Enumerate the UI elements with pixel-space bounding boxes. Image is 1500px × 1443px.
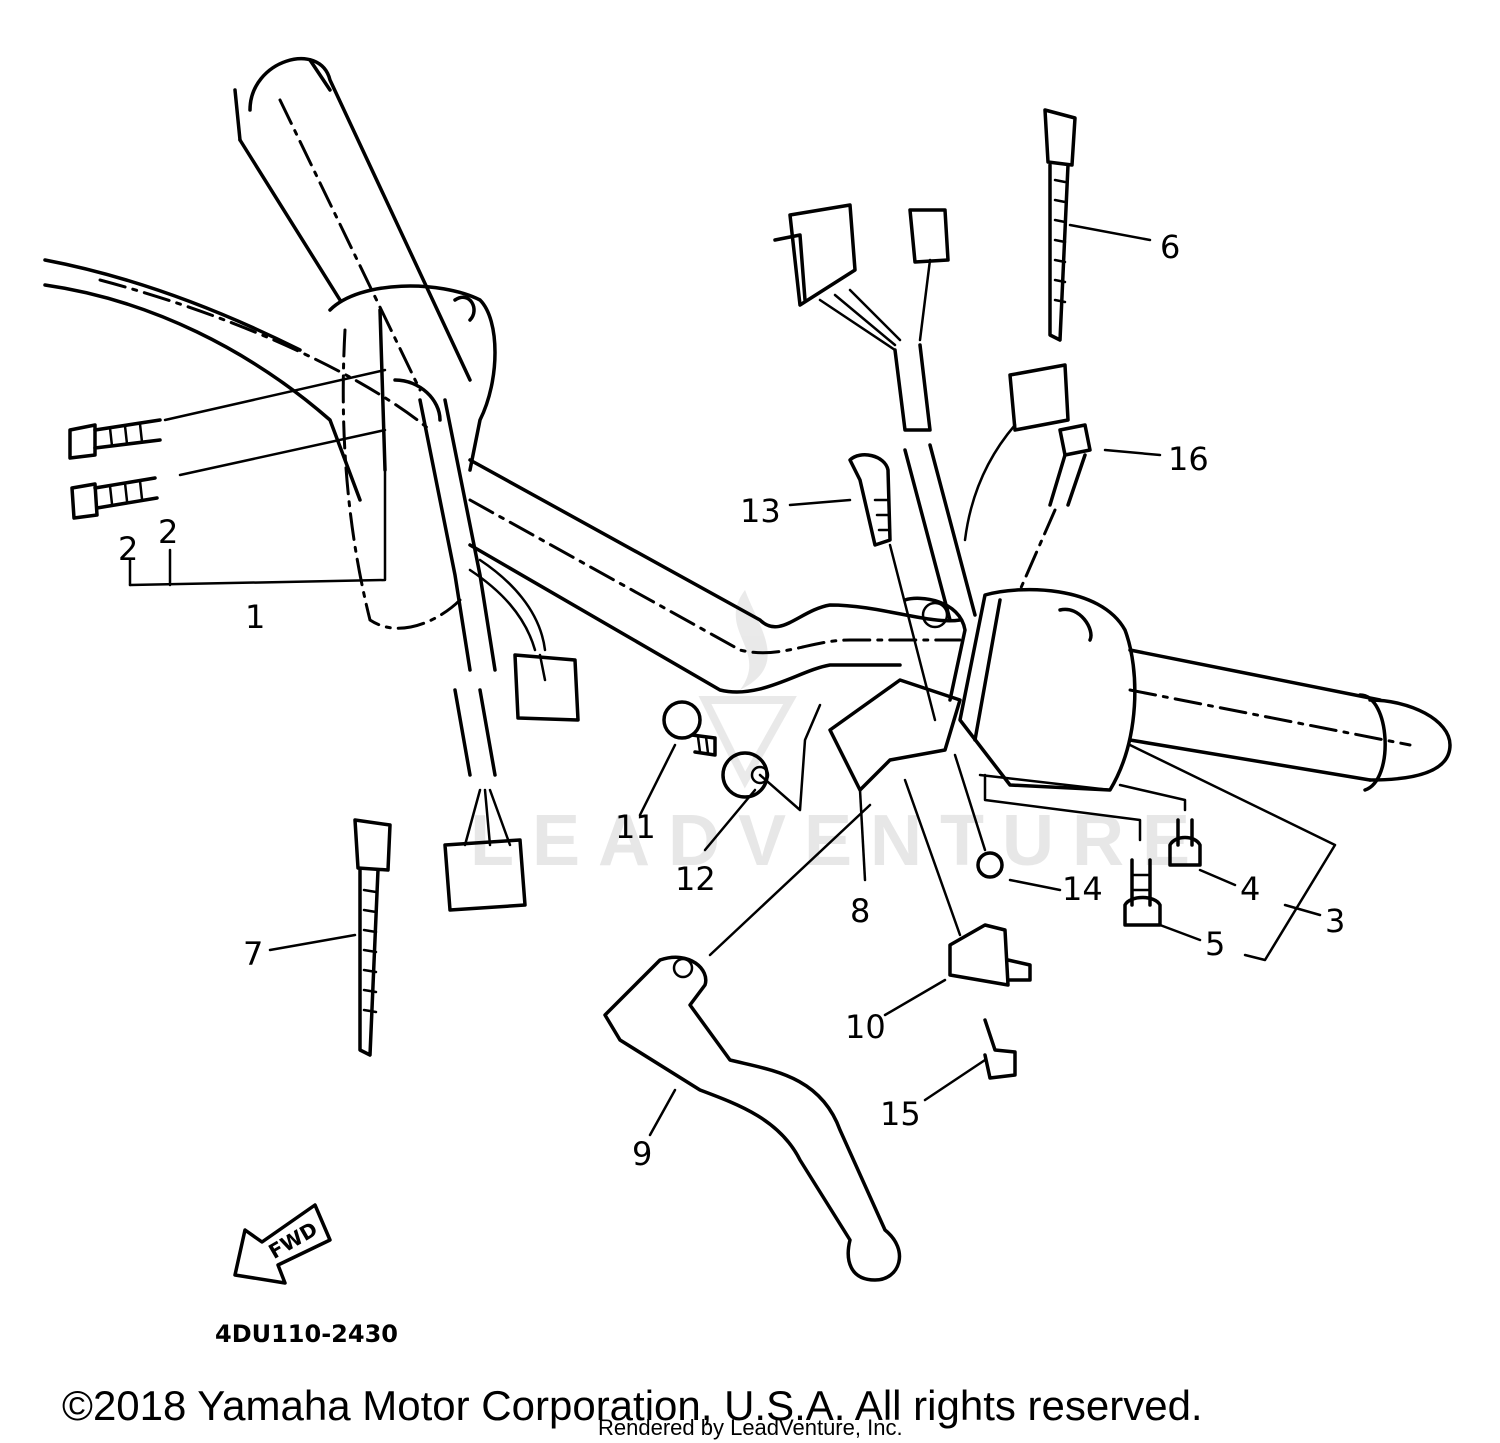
cable-tie-6 (1043, 108, 1077, 342)
cable-tie-7 (353, 818, 392, 1057)
callout-16: 16 (1168, 440, 1209, 478)
nut-14 (953, 753, 1004, 879)
right-switch-housing (958, 587, 1137, 792)
fwd-arrow: FWD (233, 1203, 332, 1285)
screw-16 (1018, 423, 1092, 592)
screw-leaders (128, 368, 387, 587)
callout-2a: 2 (118, 530, 138, 568)
adjuster-11 (662, 700, 717, 757)
left-connector-large (443, 788, 527, 912)
copyright-text: ©2018 Yamaha Motor Corporation, U.S.A. A… (62, 1382, 1203, 1429)
screw-4 (1168, 818, 1202, 867)
watermark-logo (698, 590, 797, 789)
callout-3: 3 (1325, 902, 1345, 940)
leader-lines (268, 223, 1322, 1137)
screw-2-upper (68, 418, 162, 460)
screw-2-lower (70, 476, 159, 520)
part-code: 4DU110-2430 (215, 1320, 398, 1348)
callout-10: 10 (845, 1008, 886, 1046)
handlebar (43, 57, 1452, 792)
callout-12: 12 (675, 860, 716, 898)
right-connector-medium (963, 363, 1070, 542)
callout-1: 1 (245, 598, 265, 636)
clutch-switch-10 (903, 778, 1032, 987)
right-connector-large (773, 203, 902, 352)
screw-15 (983, 1018, 1017, 1080)
screw-5 (1123, 858, 1162, 927)
left-connector-small (513, 653, 580, 722)
callout-15: 15 (880, 1095, 921, 1133)
bolt-13 (848, 453, 937, 722)
watermark-text: LEADVENTURE (470, 801, 1208, 881)
callout-14: 14 (1062, 870, 1103, 908)
locknut-12 (721, 703, 822, 812)
screw-leaders-right (983, 743, 1337, 962)
right-connector-small (908, 208, 950, 342)
callout-9: 9 (632, 1135, 652, 1173)
callout-2b: 2 (158, 513, 178, 551)
callout-7: 7 (243, 935, 263, 973)
callout-6: 6 (1160, 228, 1180, 266)
lever-holder (828, 596, 967, 792)
callout-5: 5 (1205, 925, 1225, 963)
callout-8: 8 (850, 892, 870, 930)
rendered-by-text: Rendered by LeadVenture, Inc. (598, 1415, 903, 1440)
left-wire-harness (418, 398, 547, 777)
left-switch-housing (328, 284, 497, 630)
right-wire-harness (893, 343, 977, 622)
callout-4: 4 (1240, 870, 1260, 908)
callout-11: 11 (615, 808, 656, 846)
callout-13: 13 (740, 492, 781, 530)
clutch-lever-9 (603, 803, 902, 1282)
